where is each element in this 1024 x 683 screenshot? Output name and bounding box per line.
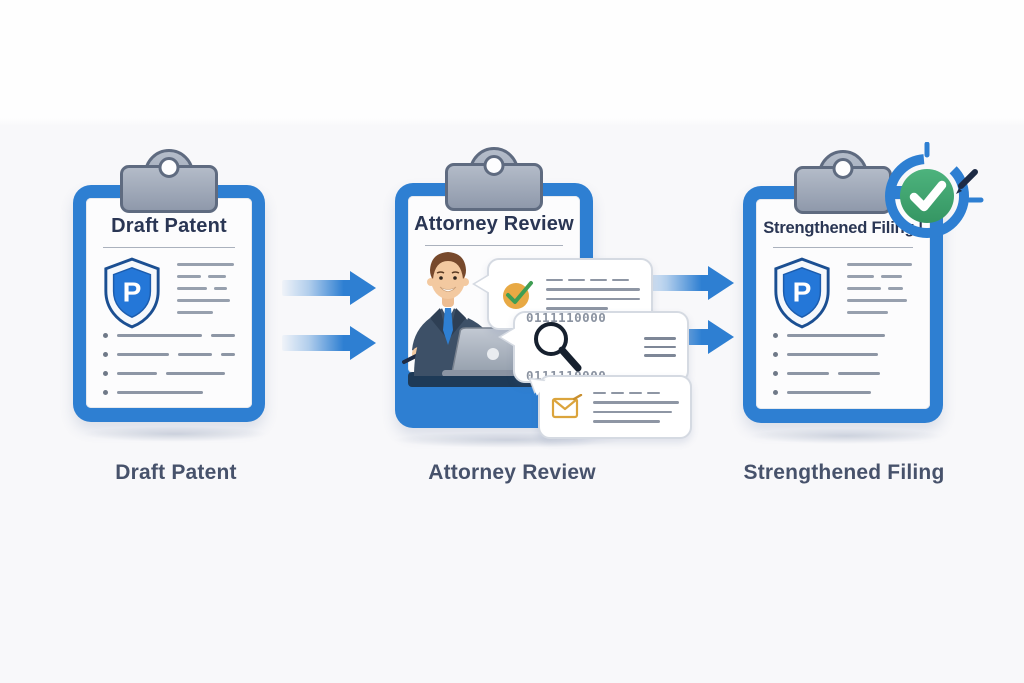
bubble-text-lines [546,278,640,310]
shield-letter: P [123,277,142,308]
magnifying-glass-icon [534,322,582,372]
correspondence-speech-bubble [525,372,692,439]
title-divider [773,247,913,248]
draft-patent-paper: Draft Patent P [86,198,252,408]
card-title: Draft Patent [111,215,227,237]
bubble-tail [475,275,490,293]
approval-stamp-badge [885,142,984,238]
title-divider [425,245,563,246]
attorney-smile [439,286,457,292]
shield-letter: P [793,277,812,308]
draft-patent-clipboard: Draft Patent P [73,149,265,422]
clipboard-shadow [82,426,268,442]
attorney-face [431,259,465,299]
document-bullet-lines [773,333,913,395]
stamp-ring [885,154,969,238]
stage-label-strengthened-filing: Strengthened Filing [743,461,945,484]
document-bullet-lines [103,333,235,395]
card-title: Attorney Review [414,213,574,235]
stage-label-attorney-review: Attorney Review [428,461,596,484]
title-divider [102,247,236,248]
attorney-hair [430,252,466,279]
flow-arrow-icon [282,326,376,360]
attorney-illustration [402,252,548,376]
document-placeholder-lines [177,263,237,314]
pen-icon [958,169,978,189]
bubble-text-lines [593,391,679,423]
green-check-circle-icon [900,169,954,223]
clipboard-shadow [748,428,944,444]
gold-check-icon [503,281,533,309]
clipboard-clip-hole [483,155,505,176]
shield-p-icon: P [774,257,830,329]
bubble-tail [501,328,516,346]
stage-label-draft-patent: Draft Patent [115,461,237,484]
envelope-icon [551,394,583,419]
attorney-tie [443,308,453,345]
clipboard-clip-hole [832,158,854,179]
flow-arrow-icon [282,271,376,305]
document-placeholder-lines [847,263,915,314]
clipboard-clip-hole [158,157,180,178]
bubble-text-lines [644,337,676,357]
flow-arrow-icon [640,266,734,300]
analysis-speech-bubble: 0111110000 0111110000 [501,310,689,383]
shield-p-icon: P [104,257,160,329]
